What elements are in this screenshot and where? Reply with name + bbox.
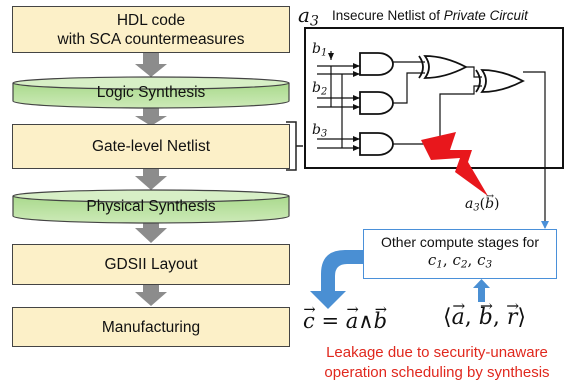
stage-physical-synthesis: Physical Synthesis (86, 198, 216, 215)
leakage-function-label: a3(b) (465, 196, 500, 213)
physical-synthesis-disk (12, 189, 290, 224)
xor-gate-2 (475, 69, 525, 93)
xor-gates (418, 55, 525, 93)
stage-manufacturing: Manufacturing (12, 307, 290, 347)
flow-arrow-5 (135, 284, 167, 306)
leakage-caption: Leakage due to security-unaware operatio… (324, 344, 550, 381)
result-equation: c = a∧b (303, 309, 387, 333)
stage-gdsii-layout: GDSII Layout (12, 244, 290, 285)
input-label-b1: b1 (312, 41, 328, 59)
input-up-arrow (473, 279, 490, 302)
flow-arrow-3 (135, 168, 167, 190)
xor-gate-1 (418, 55, 468, 79)
compute-link-arrow (541, 221, 549, 229)
flow-arrow-2 (135, 108, 167, 126)
and-gate-1 (359, 52, 394, 76)
flow-arrow-1 (135, 52, 167, 77)
netlist-wire-arrowheads (328, 53, 360, 151)
leakage-lightning-icon (421, 132, 488, 196)
and-gates (359, 52, 394, 156)
and-gate-3 (359, 132, 394, 156)
flow-arrow-4 (135, 221, 167, 243)
compute-stages-box: Other compute stages for c1, c2, c3 (363, 229, 557, 279)
netlist-wires (317, 51, 546, 228)
netlist-bracket (286, 121, 303, 171)
input-tuple: ⟨a, b, r⟩ (443, 305, 526, 330)
stage-logic-synthesis: Logic Synthesis (96, 84, 206, 101)
result-curved-arrow (310, 250, 363, 309)
input-label-b2: b2 (312, 80, 328, 98)
stage-gate-level-netlist: Gate-level Netlist (12, 124, 290, 169)
netlist-title: Insecure Netlist of Private Circuit (332, 8, 528, 23)
flow-arrows (135, 52, 167, 306)
and-gate-2 (359, 91, 394, 115)
logic-synthesis-disk (12, 76, 290, 109)
compute-stages-vars: c1, c2, c3 (427, 251, 493, 271)
netlist-output-label: a3 (298, 3, 319, 30)
compute-stages-label: Other compute stages for (381, 234, 539, 250)
input-label-b3: b3 (312, 122, 328, 140)
